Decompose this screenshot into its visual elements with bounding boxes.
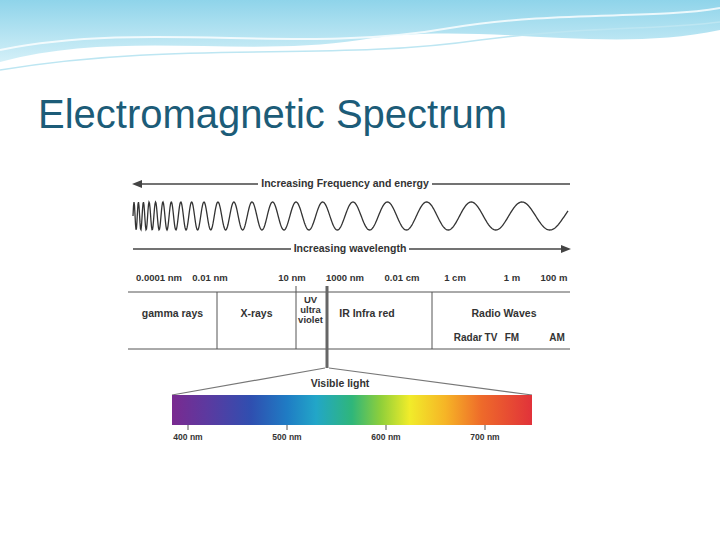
tick bbox=[188, 425, 189, 430]
wavelength-tick: 600 nm bbox=[371, 433, 400, 443]
band-label: gamma rays bbox=[142, 307, 203, 319]
scale-value: 100 m bbox=[541, 273, 568, 284]
scale-value: 0.0001 nm bbox=[136, 273, 182, 284]
radio-band: Radio WavesRadarTV FM AM bbox=[432, 292, 570, 349]
axis-label: Increasing wavelength bbox=[291, 242, 410, 254]
zoom-line bbox=[172, 368, 325, 395]
slide-title: Electromagnetic Spectrum bbox=[38, 92, 507, 137]
scale-value: 1 cm bbox=[444, 273, 466, 284]
gamma-band: gamma rays bbox=[128, 292, 217, 349]
wave bbox=[133, 202, 568, 230]
sub-label: TV bbox=[485, 332, 498, 344]
band-label: X-rays bbox=[240, 307, 272, 319]
wavelength-tick: 700 nm bbox=[470, 433, 499, 443]
tick bbox=[287, 425, 288, 430]
tick bbox=[386, 425, 387, 430]
wavelength-tick: 500 nm bbox=[272, 433, 301, 443]
band-label: UV ultra violet bbox=[297, 295, 325, 325]
band-label: Visible light bbox=[308, 377, 373, 389]
band-label: IR Infra red bbox=[339, 307, 394, 319]
tick bbox=[485, 425, 486, 430]
visible-marker bbox=[326, 286, 329, 368]
header-curve bbox=[0, 22, 720, 70]
arrowhead bbox=[132, 180, 142, 188]
spectrum-bar bbox=[172, 395, 532, 425]
sub-label: FM bbox=[505, 332, 519, 344]
table-line bbox=[128, 292, 570, 293]
wavelength-tick: 400 nm bbox=[173, 433, 202, 443]
divider bbox=[432, 292, 433, 349]
arrowhead bbox=[561, 245, 571, 253]
divider bbox=[217, 292, 218, 349]
scale-value: 0.01 nm bbox=[192, 273, 227, 284]
visible-spectrum: Visible light bbox=[172, 376, 532, 425]
sub-label: Radar bbox=[454, 332, 482, 344]
header-wave bbox=[0, 0, 720, 62]
scale-value: 1 m bbox=[504, 273, 520, 284]
band-label: Radio Waves bbox=[472, 307, 537, 319]
table-line bbox=[128, 349, 570, 350]
axis-label: Increasing Frequency and energy bbox=[258, 177, 431, 189]
scale-value: 1000 nm bbox=[326, 273, 364, 284]
xray-band: X-rays bbox=[217, 292, 296, 349]
ir-band: IR Infra red bbox=[329, 292, 432, 349]
sub-label: AM bbox=[549, 332, 565, 344]
scale-value: 0.01 cm bbox=[385, 273, 420, 284]
uv-band: UV ultra violet bbox=[296, 292, 325, 349]
scale-value: 10 nm bbox=[278, 273, 305, 284]
divider bbox=[296, 286, 297, 349]
